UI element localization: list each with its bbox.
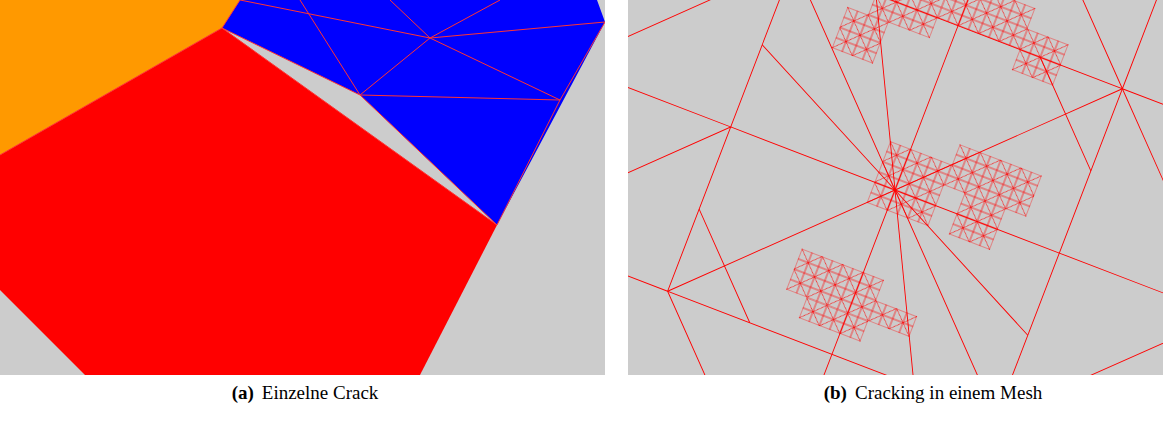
single-crack-panel: [0, 0, 605, 375]
figure-caption: (b) Cracking in einem Mesh: [824, 382, 1043, 404]
mesh-panel: [628, 0, 1163, 375]
figure-caption: (a) Einzelne Crack: [232, 382, 379, 404]
subfigure-letter: (a): [232, 382, 254, 403]
subfigure-letter: (b): [824, 382, 847, 403]
caption-text: Einzelne Crack: [262, 382, 379, 403]
caption-text: Cracking in einem Mesh: [855, 382, 1042, 403]
